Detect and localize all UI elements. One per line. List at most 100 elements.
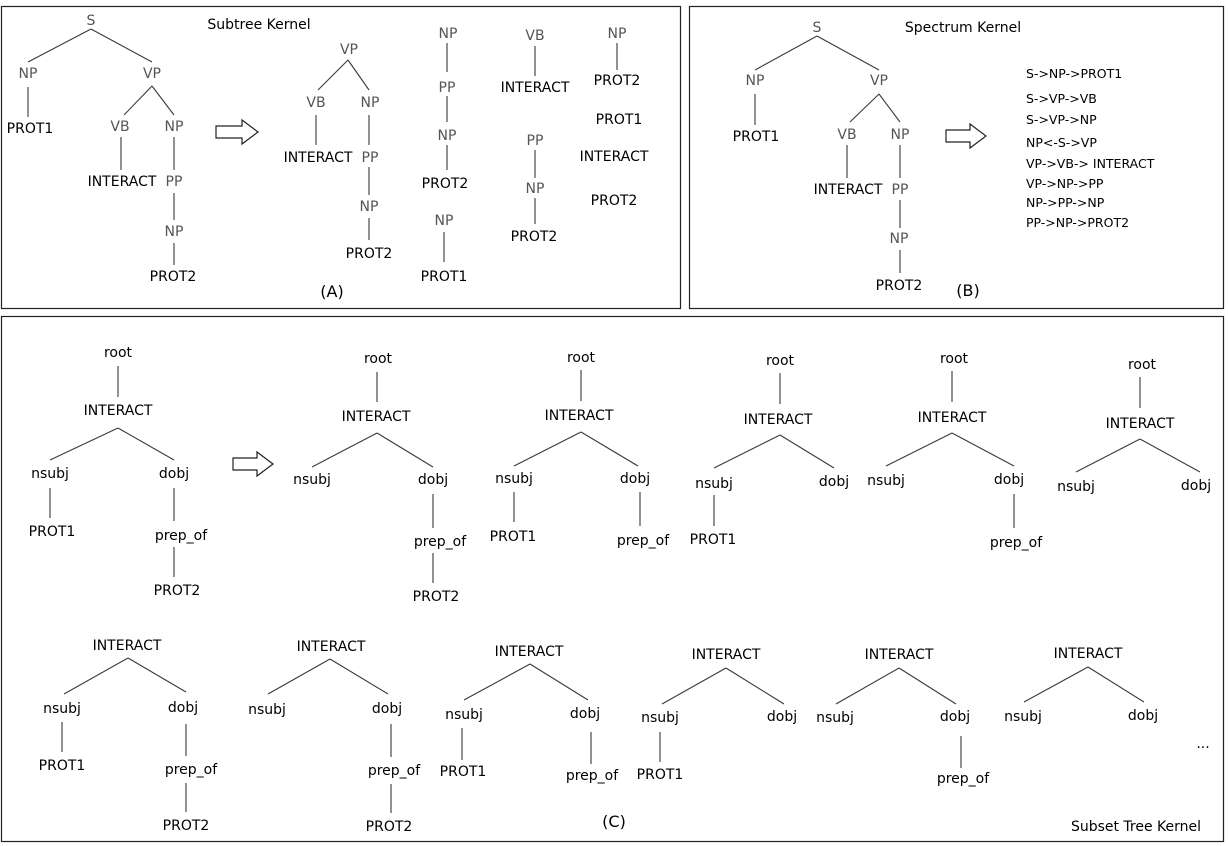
- spectrum-item: PP->NP->PROT2: [1026, 215, 1129, 230]
- node-np: NP: [19, 66, 38, 82]
- panel-a-subtree: PP NP PROT2: [511, 133, 558, 245]
- node-np: NP: [165, 119, 184, 135]
- node-dobj: dobj: [159, 466, 189, 482]
- panel-c-title: Subset Tree Kernel: [1071, 819, 1201, 835]
- node-vp: VP: [870, 73, 888, 89]
- panel-c-source-tree: root INTERACT nsubj dobj PROT1 prep_of P…: [29, 345, 209, 599]
- spectrum-item: S->VP->NP: [1026, 112, 1097, 127]
- node-prot2: PROT2: [150, 269, 197, 285]
- panel-a-subtree: VB INTERACT: [501, 28, 570, 96]
- node-nsubj: nsubj: [1004, 709, 1042, 725]
- node-interact: INTERACT: [501, 80, 570, 96]
- node-prep-of: prep_of: [566, 768, 619, 784]
- node-prot1: PROT1: [733, 129, 780, 145]
- node-prot1: PROT1: [637, 767, 684, 783]
- subset-tree: INTERACT nsubj dobj: [1004, 646, 1158, 725]
- node-root: root: [1128, 357, 1157, 373]
- node-np: NP: [890, 231, 909, 247]
- node-dobj: dobj: [994, 472, 1024, 488]
- node-nsubj: nsubj: [43, 701, 81, 717]
- node-prot2: PROT2: [594, 73, 641, 89]
- spectrum-item: VP->NP->PP: [1026, 176, 1104, 191]
- panel-b-frame: [688, 5, 1225, 310]
- node-vb: VB: [525, 28, 544, 44]
- node-prot1: PROT1: [421, 269, 468, 285]
- node-np: NP: [435, 213, 454, 229]
- node-dobj: dobj: [767, 709, 797, 725]
- node-prot2: PROT2: [422, 176, 469, 192]
- node-dobj: dobj: [940, 709, 970, 725]
- spectrum-item: S->VP->VB: [1026, 91, 1097, 106]
- node-interact: INTERACT: [93, 638, 162, 654]
- node-prot1: PROT1: [440, 764, 487, 780]
- spectrum-item: S->NP->PROT1: [1026, 66, 1122, 81]
- node-pp: PP: [892, 182, 909, 198]
- node-prep-of: prep_of: [155, 528, 208, 544]
- node-prot2: PROT2: [366, 819, 413, 835]
- panel-c: (C) Subset Tree Kernel ... root INTERACT…: [29, 345, 1211, 835]
- spectrum-item: VP->VB-> INTERACT: [1026, 156, 1155, 171]
- node-vp: VP: [143, 66, 161, 82]
- node-interact: INTERACT: [545, 408, 614, 424]
- node-interact: INTERACT: [342, 409, 411, 425]
- subset-tree: root INTERACT nsubj dobj PROT1 prep_of: [490, 350, 671, 549]
- right-arrow-icon: [945, 122, 987, 150]
- panel-a-tag: (A): [320, 282, 343, 301]
- node-root: root: [104, 345, 133, 361]
- node-prep-of: prep_of: [990, 535, 1043, 551]
- panel-b-tag: (B): [956, 281, 979, 300]
- node-interact: INTERACT: [1106, 416, 1175, 432]
- node-interact: INTERACT: [284, 150, 353, 166]
- subset-tree: INTERACT nsubj dobj PROT1 prep_of PROT2: [39, 638, 219, 834]
- node-pp: PP: [527, 133, 544, 149]
- node-np: NP: [746, 73, 765, 89]
- node-root: root: [364, 351, 393, 367]
- subset-tree: INTERACT nsubj dobj prep_of: [816, 647, 990, 787]
- panel-b: Spectrum Kernel (B) S NP VP PROT1 VB NP …: [733, 20, 1155, 300]
- node-pp: PP: [362, 150, 379, 166]
- node-np: NP: [439, 26, 458, 42]
- node-dobj: dobj: [620, 471, 650, 487]
- node-nsubj: nsubj: [495, 471, 533, 487]
- node-root: root: [567, 350, 596, 366]
- node-np: NP: [526, 181, 545, 197]
- spectrum-item: NP<-S->VP: [1026, 135, 1097, 150]
- node-dobj: dobj: [570, 706, 600, 722]
- node-np: NP: [361, 95, 380, 111]
- node-dobj: dobj: [372, 701, 402, 717]
- node-prep-of: prep_of: [617, 533, 670, 549]
- spectrum-list: S->NP->PROT1 S->VP->VB S->VP->NP NP<-S->…: [1026, 66, 1155, 230]
- node-s: S: [87, 13, 96, 29]
- panel-a-subtree: VP VB NP INTERACT PP NP PROT2: [284, 42, 393, 262]
- node-interact: INTERACT: [88, 174, 157, 190]
- node-dobj: dobj: [168, 700, 198, 716]
- node-interact: INTERACT: [744, 412, 813, 428]
- node-np: NP: [608, 26, 627, 42]
- node-prep-of: prep_of: [368, 763, 421, 779]
- node-interact: INTERACT: [84, 403, 153, 419]
- node-prep-of: prep_of: [937, 771, 990, 787]
- node-vb: VB: [306, 95, 325, 111]
- right-arrow-icon: [215, 118, 259, 146]
- node-prot2: PROT2: [876, 278, 923, 294]
- node-vb: VB: [837, 127, 856, 143]
- node-prot1: PROT1: [490, 529, 537, 545]
- node-prot2: PROT2: [413, 589, 460, 605]
- subset-tree: root INTERACT nsubj dobj PROT1: [690, 353, 849, 548]
- node-nsubj: nsubj: [31, 466, 69, 482]
- node-interact: INTERACT: [1054, 646, 1123, 662]
- panel-b-title: Spectrum Kernel: [905, 20, 1021, 36]
- right-arrow-icon: [232, 450, 274, 478]
- subset-tree: root INTERACT nsubj dobj prep_of PROT2: [293, 351, 467, 605]
- node-np: NP: [438, 128, 457, 144]
- node-prot1: PROT1: [29, 524, 76, 540]
- subset-tree: INTERACT nsubj dobj PROT1: [637, 647, 797, 783]
- node-prep-of: prep_of: [414, 534, 467, 550]
- node-interact: INTERACT: [495, 644, 564, 660]
- subset-tree: root INTERACT nsubj dobj: [1057, 357, 1211, 495]
- subset-tree: INTERACT nsubj dobj PROT1 prep_of: [440, 644, 620, 784]
- panel-b-source-tree: S NP VP PROT1 VB NP INTERACT PP NP PROT2: [733, 20, 923, 294]
- node-nsubj: nsubj: [248, 702, 286, 718]
- panel-a-subtree: NP PP NP PROT2: [422, 26, 469, 192]
